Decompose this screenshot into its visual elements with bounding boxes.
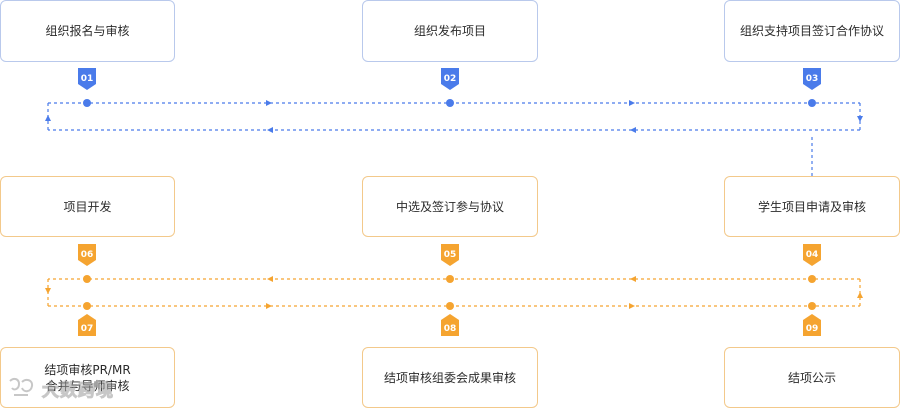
tag-05: 05 — [441, 244, 459, 266]
step-number-04: 04 — [806, 250, 819, 260]
blue-arrows — [45, 100, 863, 133]
node-dot-06 — [83, 275, 91, 283]
step-box-05: 中选及签订参与协议 — [362, 176, 538, 237]
step-box-02: 组织发布项目 — [362, 0, 538, 62]
step-number-06: 06 — [81, 250, 94, 260]
node-dot-09 — [808, 302, 816, 310]
node-dot-01 — [83, 99, 91, 107]
step-number-05: 05 — [444, 250, 457, 260]
step-label-09: 结项公示 — [787, 370, 836, 385]
step-number-09: 09 — [806, 324, 819, 334]
watermark: 大数跨境 — [6, 372, 126, 404]
step-number-03: 03 — [806, 74, 819, 84]
node-dot-03 — [808, 99, 816, 107]
arrow-left-icon — [267, 127, 273, 133]
step-label-05: 中选及签订参与协议 — [395, 199, 504, 214]
tag-02: 02 — [441, 68, 459, 90]
step-box-06: 项目开发 — [0, 176, 175, 237]
step-box-09: 结项公示 — [724, 347, 900, 408]
step-label-08: 结项审核组委会成果审核 — [383, 370, 516, 385]
step-box-08: 结项审核组委会成果审核 — [362, 347, 538, 408]
arrow-left-icon — [630, 127, 636, 133]
arrow-right-icon — [629, 100, 635, 106]
step-box-04: 学生项目申请及审核 — [724, 176, 900, 237]
arrow-up-icon — [45, 115, 51, 121]
step-number-07: 07 — [81, 324, 94, 334]
step-label-04: 学生项目申请及审核 — [757, 199, 866, 214]
node-dot-04 — [808, 275, 816, 283]
tag-09: 09 — [803, 314, 821, 336]
step-number-01: 01 — [81, 74, 94, 84]
node-dot-02 — [446, 99, 454, 107]
step-number-08: 08 — [444, 324, 457, 334]
step-label-03: 组织支持项目签订合作协议 — [739, 24, 884, 38]
step-label-02: 组织发布项目 — [413, 24, 486, 38]
step-number-02: 02 — [444, 74, 457, 84]
step-label-06: 项目开发 — [63, 199, 112, 214]
step-box-01: 组织报名与审核 — [0, 0, 175, 62]
node-dot-05 — [446, 275, 454, 283]
arrow-right-icon — [266, 100, 272, 106]
orange-arrows — [45, 276, 863, 309]
orange-loop — [47, 278, 861, 307]
step-box-03: 组织支持项目签订合作协议 — [724, 0, 900, 62]
step-label-07-line1: 结项审核PR/MR — [44, 362, 131, 377]
tag-07: 07 — [78, 314, 96, 336]
tag-01: 01 — [78, 68, 96, 90]
node-dot-07 — [83, 302, 91, 310]
tag-08: 08 — [441, 314, 459, 336]
arrow-up-icon — [857, 292, 863, 298]
watermark-text: 大数跨境 — [42, 380, 114, 401]
blue-loop — [47, 102, 861, 176]
step-label-01: 组织报名与审核 — [45, 24, 130, 38]
tag-04: 04 — [803, 244, 821, 266]
arrow-down-icon — [45, 288, 51, 294]
tag-06: 06 — [78, 244, 96, 266]
watermark-logo-icon — [9, 377, 34, 396]
tag-03: 03 — [803, 68, 821, 90]
arrow-down-icon — [857, 116, 863, 122]
node-dot-08 — [446, 302, 454, 310]
arrow-right-icon — [629, 303, 635, 309]
arrow-right-icon — [266, 303, 272, 309]
step-label-07-line2: 合并与导师审核 — [45, 378, 130, 393]
arrow-left-icon — [267, 276, 273, 282]
step-box-07: 结项审核PR/MR 合并与导师审核 — [0, 347, 175, 408]
arrow-left-icon — [630, 276, 636, 282]
